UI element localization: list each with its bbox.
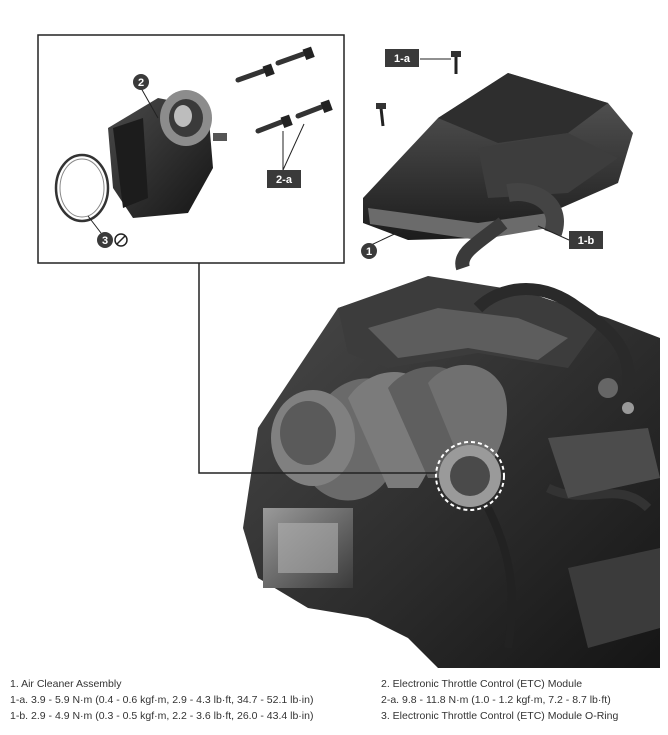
legend-item: 2. Electronic Throttle Control (ETC) Mod… (381, 678, 583, 690)
etc-module (108, 90, 227, 218)
leader-lines (87, 58, 570, 247)
callout-3: 3 (97, 232, 113, 248)
air-cleaner-assembly (363, 51, 633, 271)
svg-text:2-a: 2-a (276, 174, 293, 186)
svg-text:1-b: 1-b (578, 235, 595, 247)
prohibition-icon (114, 233, 128, 247)
svg-text:1-a: 1-a (394, 53, 411, 65)
legend-item: 1. Air Cleaner Assembly (10, 678, 122, 690)
callout-1: 1 (361, 243, 377, 259)
legend-item: 1-b. 2.9 - 4.9 N·m (0.3 - 0.5 kgf·m, 2.2… (10, 710, 314, 722)
legend-right-column: 2. Electronic Throttle Control (ETC) Mod… (381, 676, 618, 724)
callout-2: 2 (133, 74, 149, 90)
legend-item: 2-a. 9.8 - 11.8 N·m (1.0 - 1.2 kgf·m, 7.… (381, 694, 611, 706)
callout-1a: 1-a (385, 49, 419, 67)
legend-item: 1-a. 3.9 - 5.9 N·m (0.4 - 0.6 kgf·m, 2.9… (10, 694, 314, 706)
legend-item: 3. Electronic Throttle Control (ETC) Mod… (381, 710, 619, 722)
svg-text:3: 3 (102, 235, 108, 247)
o-ring (54, 153, 110, 223)
callout-2a: 2-a (267, 170, 301, 188)
engine-assembly (243, 276, 660, 668)
throttle-location-marker (435, 441, 505, 511)
svg-text:1: 1 (366, 246, 372, 258)
legend: 1. Air Cleaner Assembly 1-a. 3.9 - 5.9 N… (0, 672, 668, 732)
svg-text:2: 2 (138, 77, 144, 89)
exploded-diagram: 2 3 2-a 1-a 1 1-b (8, 8, 660, 668)
callout-1b: 1-b (569, 231, 603, 249)
etc-bolts (235, 46, 333, 134)
legend-left-column: 1. Air Cleaner Assembly 1-a. 3.9 - 5.9 N… (10, 676, 313, 724)
